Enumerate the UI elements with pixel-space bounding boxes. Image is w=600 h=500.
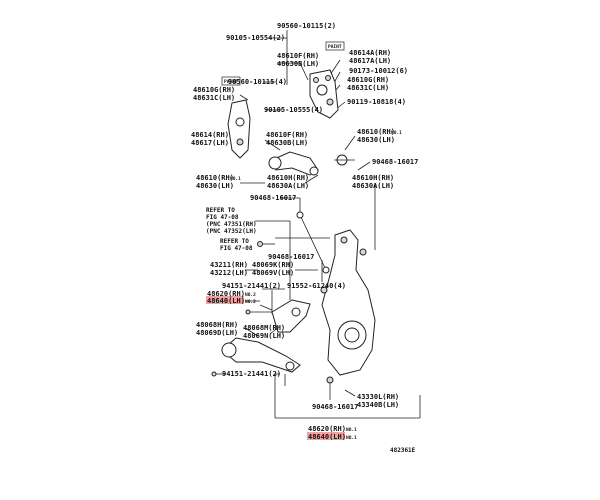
label-p24note-b: NO.2 (245, 299, 256, 305)
ref2-line1: REFER TO (220, 238, 249, 245)
label-p6a: 48610G(RH) (347, 76, 389, 84)
left-upper-mount (227, 99, 251, 159)
steering-knuckle (321, 229, 376, 376)
label-p15a: 48610(RH) (196, 174, 234, 182)
label-p6b: 48631C(LH) (347, 84, 389, 92)
part-labels: 90560-10115(2) 90105-10554(2) 48610F(RH)… (191, 22, 418, 454)
ref1-line4: (PNC 47352(LH) (206, 228, 257, 235)
stabilizer-link (296, 211, 330, 274)
bolts (211, 241, 334, 386)
label-p18: 90468-16017 (250, 194, 296, 202)
label-p21a: 48069K(RH) (252, 261, 294, 269)
label-p30note-a: NO.1 (346, 427, 357, 433)
label-p9b: 48631C(LH) (193, 94, 235, 102)
label-p7: 90119-10818(4) (347, 98, 406, 106)
label-p29: 90468-16017 (312, 403, 358, 411)
label-p1: 90560-10115(2) (277, 22, 336, 30)
label-p26b: 48069N(LH) (243, 332, 285, 340)
highlight-48640-lower (307, 432, 345, 440)
label-p30note-b: NO.1 (346, 435, 357, 441)
ref1-line2: FIG 47-08 (206, 214, 239, 221)
label-p24a: 48620(RH) (207, 290, 245, 298)
label-p16a: 48610H(RH) (267, 174, 309, 182)
ref1-line3: (PNC 47351(RH) (206, 221, 257, 228)
svg-text:PAINT: PAINT (328, 44, 342, 50)
label-p2: 90105-10554(2) (226, 34, 285, 42)
ref1-line1: REFER TO (206, 207, 235, 214)
label-p24b: 48640(LH) (207, 297, 245, 305)
upper-support-bracket (309, 69, 339, 119)
label-p25b: 48069D(LH) (196, 329, 238, 337)
label-p11b: 48617(LH) (191, 139, 229, 147)
paint-tag-left: PAINT (221, 76, 241, 86)
label-p13b: 48630(LH) (357, 136, 395, 144)
label-p14: 90468-16017 (372, 158, 418, 166)
lower-arm-bracket (271, 299, 311, 333)
ref2-line2: FIG 47-08 (220, 245, 253, 252)
upper-control-arm (268, 151, 319, 176)
label-p13note: NO.1 (391, 130, 402, 136)
label-p27: 94151-21441(2) (222, 370, 281, 378)
label-p21b: 48069V(LH) (252, 269, 294, 277)
label-p30a: 48620(RH) (308, 425, 346, 433)
label-p11a: 48614(RH) (191, 131, 229, 139)
label-p20b: 43212(LH) (210, 269, 248, 277)
svg-text:PAINT: PAINT (224, 79, 238, 85)
label-p12b: 48630B(LH) (266, 139, 308, 147)
label-p17a: 48610H(RH) (352, 174, 394, 182)
label-p15note: NO.1 (230, 176, 241, 182)
label-p28a: 43330L(RH) (357, 393, 399, 401)
label-p23: 91552-G1240(4) (287, 282, 346, 290)
label-p20a: 43211(RH) (210, 261, 248, 269)
label-p25a: 48068H(RH) (196, 321, 238, 329)
label-p30b: 48640(LH) (308, 433, 346, 441)
label-p4b: 48617A(LH) (349, 57, 391, 65)
label-p28b: 43340B(LH) (357, 401, 399, 409)
label-p10: 90105-10555(4) (264, 106, 323, 114)
label-p13a: 48610(RH) (357, 128, 395, 136)
label-p8: 90560-10115(4) (228, 78, 287, 86)
label-p24note-a: NO.2 (245, 292, 256, 298)
label-p17b: 48630A(LH) (352, 182, 394, 190)
label-p19: 90468-16017 (268, 253, 314, 261)
label-p22: 94151-21441(2) (222, 282, 281, 290)
lower-control-arm (221, 337, 301, 373)
highlight-48640-upper (206, 296, 244, 304)
label-p15b: 48630(LH) (196, 182, 234, 190)
label-p3a: 48610F(RH) (277, 52, 319, 60)
label-p9a: 48610G(RH) (193, 86, 235, 94)
label-p5: 90173-10012(6) (349, 67, 408, 75)
label-p16b: 48630A(LH) (267, 182, 309, 190)
figure-number: 482361E (390, 447, 416, 454)
label-p4a: 48614A(RH) (349, 49, 391, 57)
label-p26a: 48068M(RH) (243, 324, 285, 332)
paint-tag-upper: PAINT (325, 41, 345, 51)
label-p12a: 48610F(RH) (266, 131, 308, 139)
right-bolt-assembly (334, 154, 367, 256)
label-p3b: 48630B(LH) (277, 60, 319, 68)
